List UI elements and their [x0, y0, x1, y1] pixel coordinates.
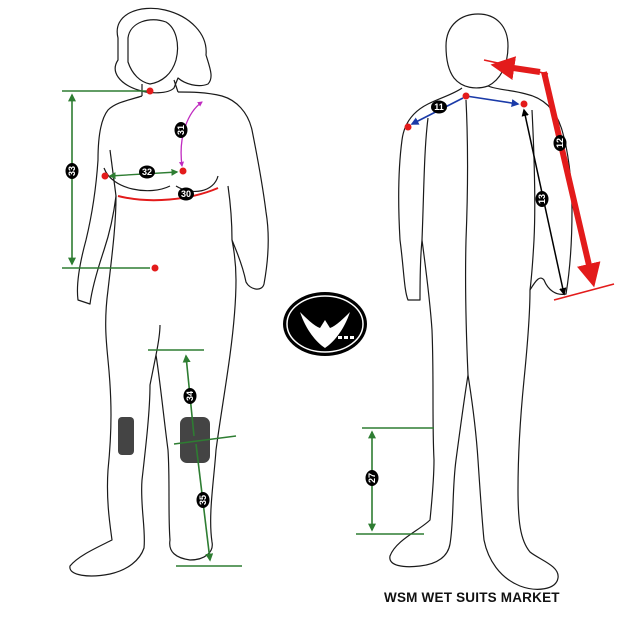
- measurement-number: 11: [434, 102, 444, 112]
- front-figure: [69, 7, 269, 577]
- measurement-number: 33: [67, 166, 77, 176]
- front-face: [127, 19, 179, 85]
- measurement-badge-35: 35: [196, 492, 210, 508]
- measurement-number: 31: [176, 125, 186, 135]
- back-body-outline: [389, 85, 573, 590]
- front-knee-pad-right: [180, 417, 210, 463]
- measure-30: [117, 187, 219, 202]
- measurement-badge-31: 31: [174, 122, 188, 138]
- measurement-number: 13: [537, 194, 547, 204]
- measurement-badge-32: 32: [139, 165, 155, 179]
- front-hair: [114, 7, 212, 94]
- back-figure: [389, 13, 573, 590]
- measurement-badge-33: 33: [65, 163, 79, 179]
- measurement-number: 35: [198, 495, 208, 505]
- front-body-outline: [69, 91, 269, 577]
- measurement-badge-27: 27: [365, 470, 379, 486]
- front-bust: [103, 167, 219, 193]
- measurement-badge-34: 34: [183, 388, 197, 404]
- measurement-badge-11: 11: [431, 100, 447, 114]
- measurement-number: 30: [181, 189, 191, 199]
- front-knee-pad-left: [118, 417, 134, 455]
- measure-12: [483, 56, 615, 301]
- measurement-number: 27: [367, 473, 377, 483]
- measure-33: [62, 87, 159, 272]
- measure-31: [178, 101, 203, 175]
- measurement-number: 12: [555, 138, 565, 148]
- measurement-number: 32: [142, 167, 152, 177]
- brand-title: WSM WET SUITS MARKET: [384, 590, 560, 605]
- back-head: [445, 13, 509, 89]
- measurement-badges: 33 31 32 30 34 35 11 12 13 27: [65, 100, 567, 508]
- measurement-badge-12: 12: [553, 135, 567, 151]
- measurement-badge-13: 13: [535, 191, 549, 207]
- measurement-number: 34: [185, 391, 195, 401]
- measurement-badge-30: 30: [178, 187, 194, 201]
- wsm-logo-icon: [283, 292, 367, 356]
